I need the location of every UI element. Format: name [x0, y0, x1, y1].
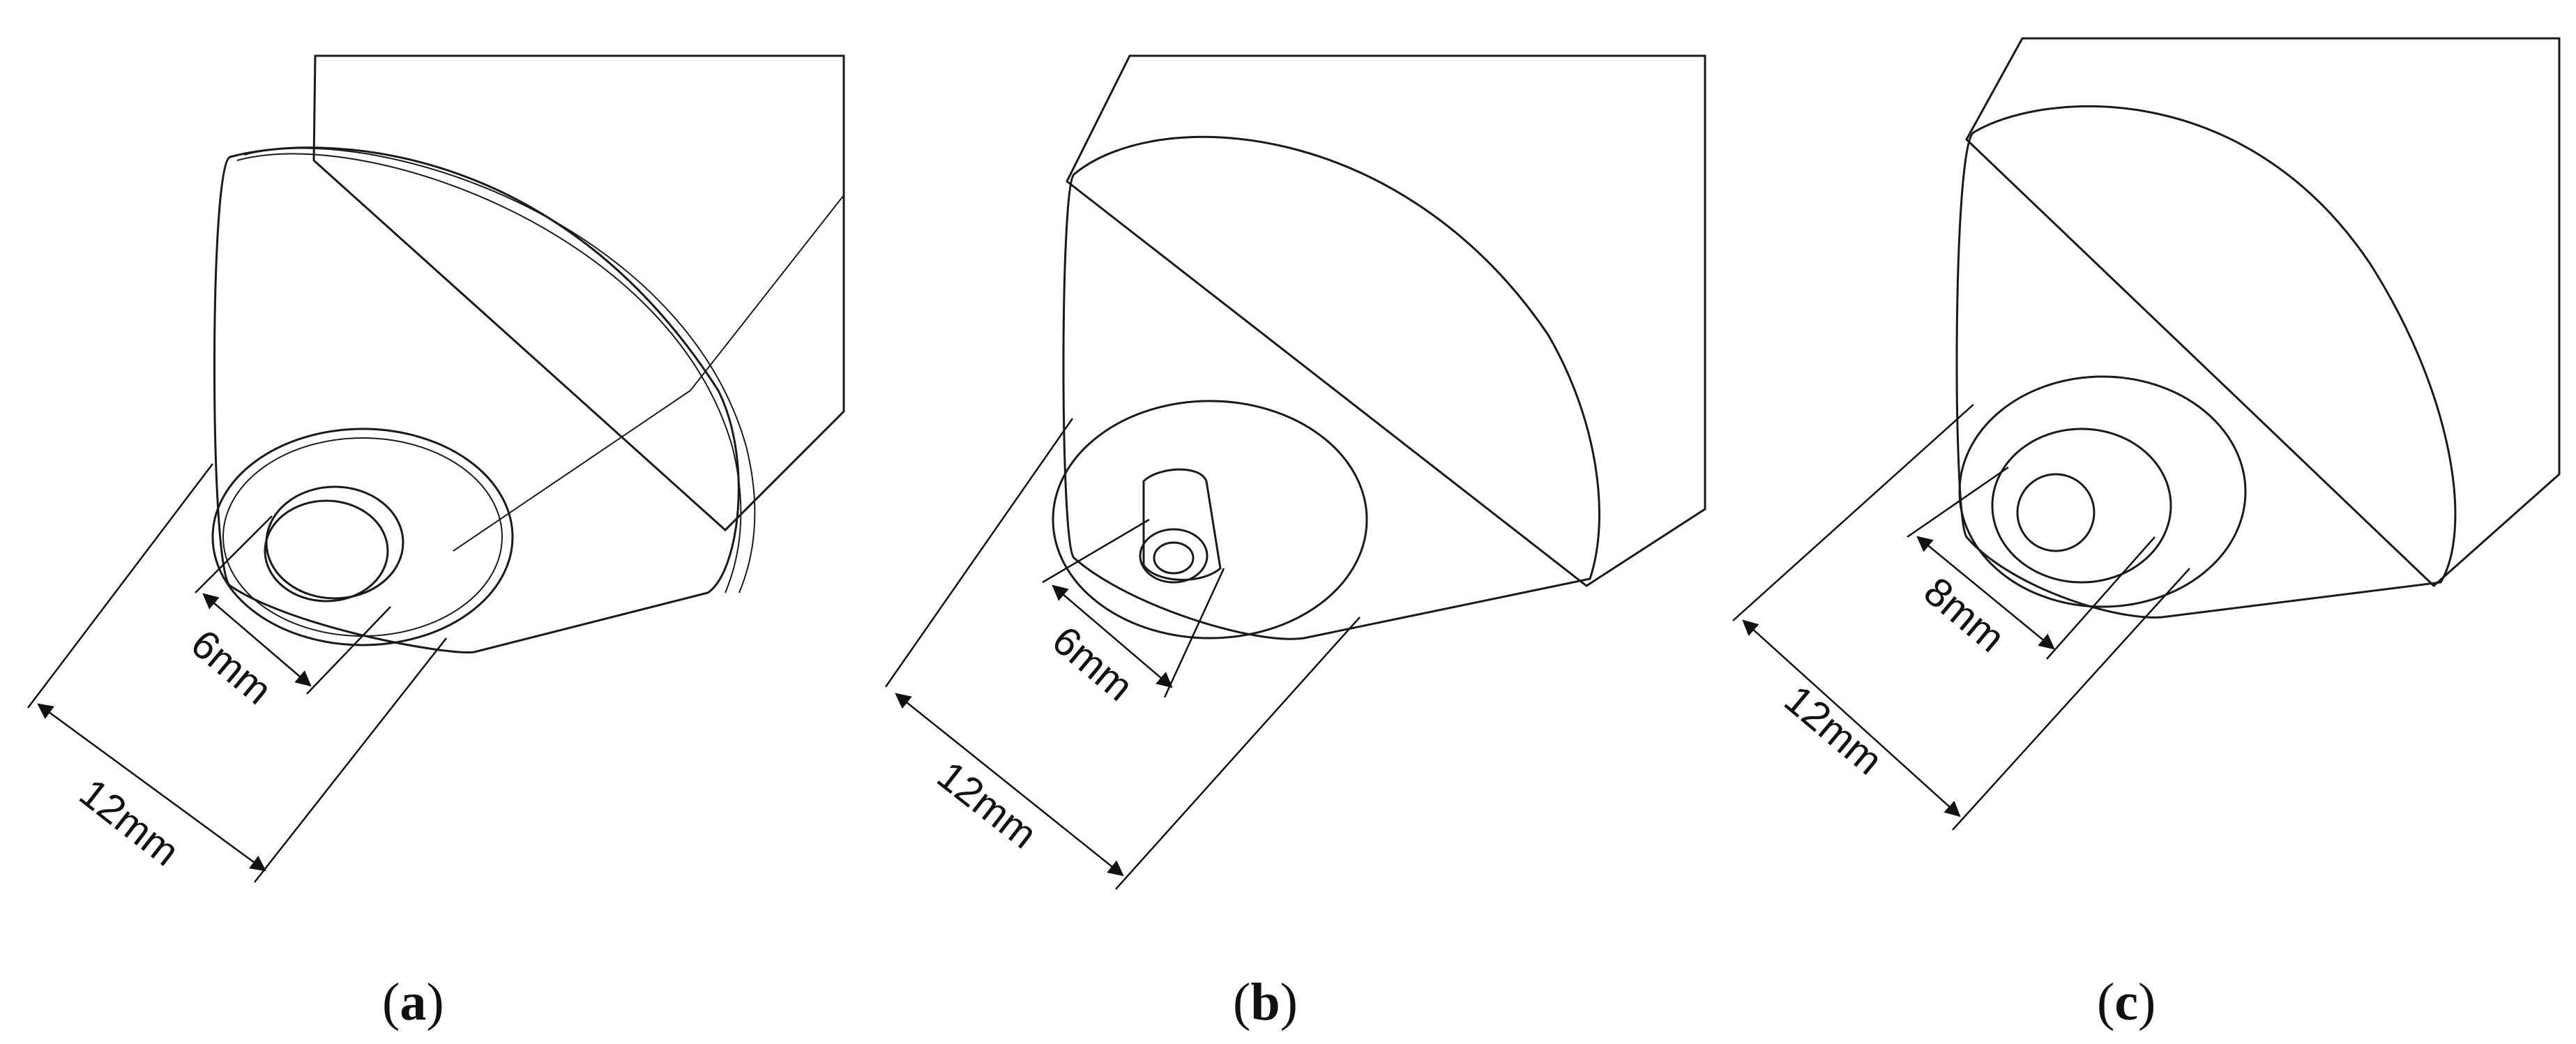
nozzle-face-c [1958, 375, 2247, 608]
dimension-label-inner-c: 8mm [1916, 568, 2014, 661]
nozzle-face-a [211, 428, 514, 646]
caption-a: (a) [382, 973, 444, 1031]
panel-c: 8mm 12mm (c) [1732, 37, 2561, 1031]
nozzle-body-a [312, 54, 845, 532]
nozzle-tip-a [265, 485, 404, 600]
nozzle-tip-b [1142, 468, 1222, 581]
dimension-label-inner-b: 6mm [1044, 617, 1142, 710]
nozzle-body-b [1066, 54, 1706, 587]
panel-b: 6mm 12mm (b) [884, 54, 1706, 1031]
nozzle-cone-a [213, 146, 740, 653]
dimension-label-outer-c: 12mm [1776, 676, 1891, 783]
dimension-label-outer-b: 12mm [929, 752, 1045, 857]
nozzle-face-b [1052, 400, 1368, 640]
dimension-inner-c: 8mm [1907, 466, 2155, 661]
nozzle-cone-b [1062, 135, 1600, 640]
panel-a: 6mm 12mm (a) [27, 54, 845, 1031]
caption-b: (b) [1233, 973, 1298, 1031]
caption-c: (c) [2097, 973, 2155, 1031]
dimension-label-inner-a: 6mm [183, 621, 281, 713]
dimension-outer-b: 12mm [884, 418, 1361, 890]
nozzle-body-c [1965, 37, 2561, 588]
dimension-label-outer-a: 12mm [71, 770, 188, 875]
nozzle-cone-c [1955, 105, 2457, 619]
nozzle-tip-c [2016, 473, 2096, 552]
dimension-inner-b: 6mm [1042, 518, 1225, 710]
nozzle-inner-ring-c [1991, 428, 2172, 584]
